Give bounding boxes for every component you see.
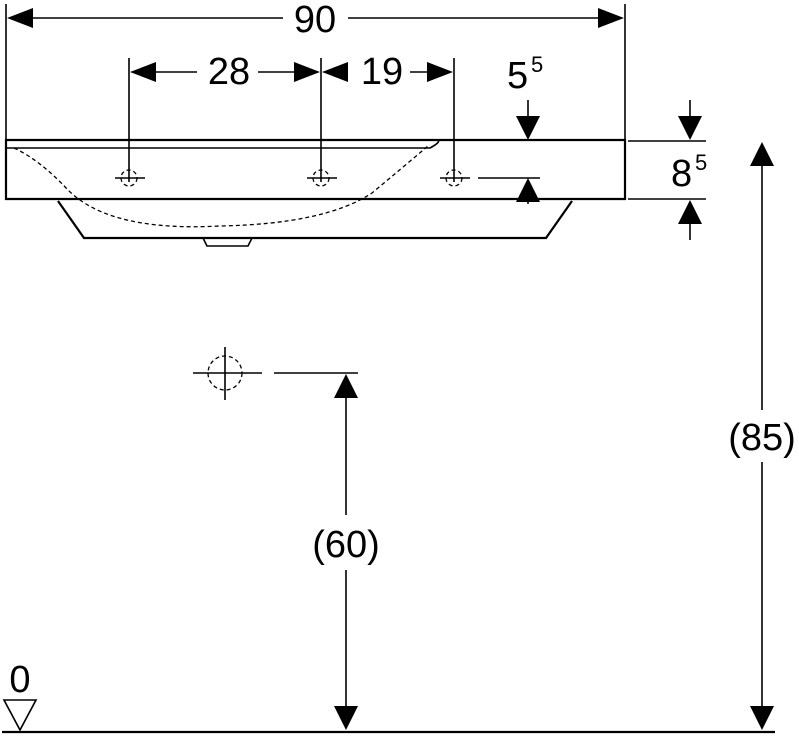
rim-height-dimension: (85) [728,142,796,730]
tap-hole-right [440,169,470,187]
floor-level-label: 0 [9,659,30,701]
rim-thickness-superscript: 5 [695,150,707,175]
overall-width-dimension: 90 [5,0,626,140]
tap-hole-left [115,169,145,187]
drain-height-dimension: (60) [312,374,380,730]
washbasin-body [4,138,627,247]
rim-thickness-dimension: 8 5 [628,100,707,240]
rim-height-label: (85) [728,417,796,459]
tap-spacing-right-label: 19 [361,51,403,93]
tap-spacing-left-label: 28 [208,51,250,93]
edge-offset-superscript: 5 [531,52,543,77]
overall-width-label: 90 [294,0,336,41]
drain-connection-marker [193,347,358,400]
floor-level: 0 [2,659,775,734]
edge-offset-dimension: 5 5 [478,52,543,204]
tap-hole-center [307,169,337,187]
tap-spacing-dimension: 28 19 [128,51,455,182]
drain-height-label: (60) [312,524,380,566]
rim-thickness-label: 8 [671,153,692,195]
edge-offset-label: 5 [507,55,528,97]
tap-hole-markers [115,169,470,187]
